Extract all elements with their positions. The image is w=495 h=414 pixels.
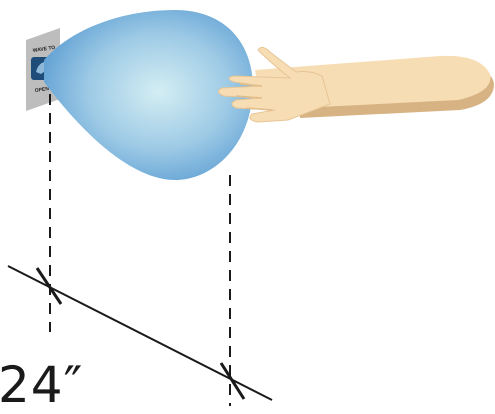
sensor-bottom-text: OPEN	[34, 86, 49, 94]
dimension-label: 24″	[0, 356, 84, 414]
dimension-tick-left	[35, 267, 63, 305]
finger-creases	[235, 83, 273, 111]
arm-hand	[218, 46, 494, 123]
detection-beam	[44, 10, 253, 180]
hand	[218, 46, 331, 123]
dimension-tick-right	[219, 362, 246, 400]
sensor-top-text: WAVE TO	[32, 45, 55, 54]
